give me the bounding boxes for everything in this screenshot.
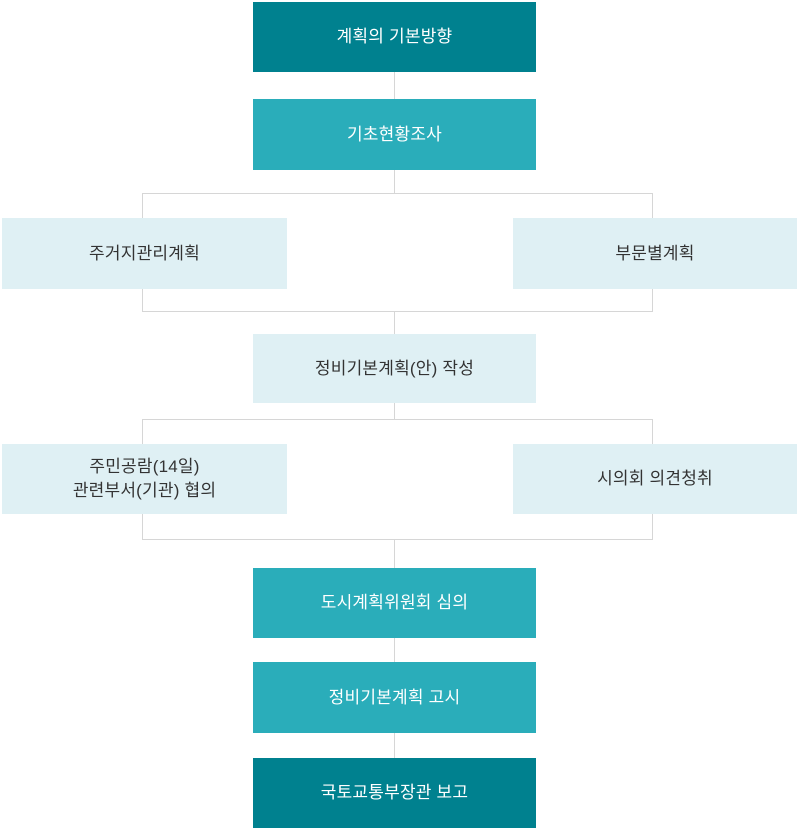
flow-node-minister-report: 국토교통부장관 보고 — [253, 758, 536, 828]
connector-line-1 — [394, 72, 395, 99]
connector-line-5 — [394, 540, 395, 568]
flow-node-sectoral-plan: 부문별계획 — [513, 218, 797, 289]
connector-line-6 — [394, 638, 395, 662]
connector-line-7 — [394, 733, 395, 758]
flow-node-council-opinion: 시의회 의견청취 — [513, 444, 797, 514]
flow-node-baseline-survey: 기초현황조사 — [253, 99, 536, 170]
flow-node-plan-notice: 정비기본계획 고시 — [253, 662, 536, 733]
connector-line-2 — [394, 170, 395, 193]
connector-line-3 — [394, 312, 395, 334]
flow-node-committee-review: 도시계획위원회 심의 — [253, 568, 536, 638]
flow-node-public-inspection: 주민공람(14일) 관련부서(기관) 협의 — [2, 444, 287, 514]
connector-line-4 — [394, 403, 395, 419]
flow-node-draft-master-plan: 정비기본계획(안) 작성 — [253, 334, 536, 403]
flow-node-residential-mgmt-plan: 주거지관리계획 — [2, 218, 287, 289]
flow-node-basic-direction: 계획의 기본방향 — [253, 2, 536, 72]
